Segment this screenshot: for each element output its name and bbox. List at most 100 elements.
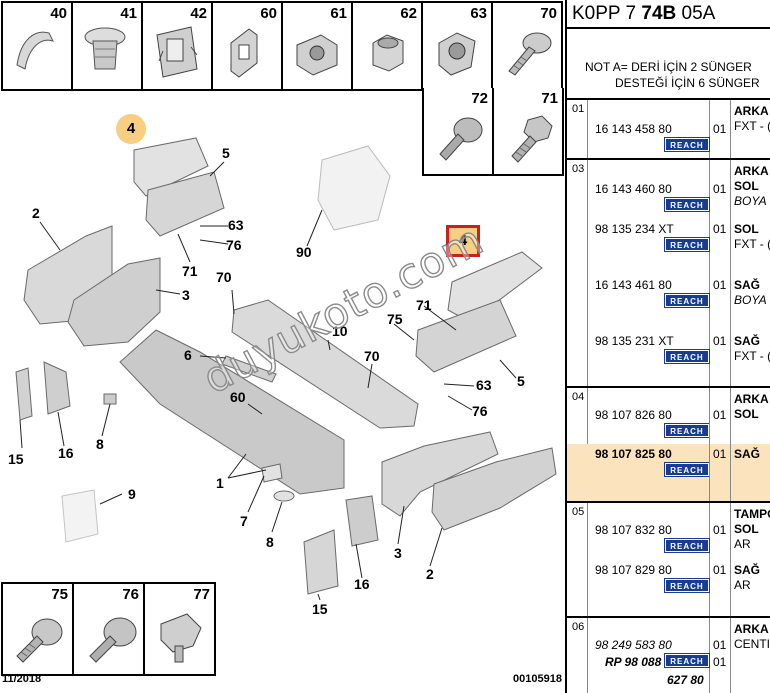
callout-63-upper[interactable]: 63	[228, 217, 244, 233]
callout-7[interactable]: 7	[240, 513, 248, 529]
thumb-clip-77[interactable]: 77	[145, 584, 216, 676]
callout-15-right[interactable]: 15	[312, 601, 328, 617]
callout-5-right[interactable]: 5	[517, 373, 525, 389]
part-row[interactable]: 98 135 231 XT REACH 01 SAĞ FXT - (	[567, 332, 770, 386]
hex-bolt-icon	[511, 115, 553, 163]
thumb-nut-61[interactable]: 61	[283, 3, 353, 91]
desc-line-1: SOL	[734, 222, 759, 236]
part-number[interactable]: 98 107 826 80	[595, 408, 672, 422]
thumb-number: 72	[471, 90, 488, 107]
thumb-clip-42[interactable]: 42	[143, 3, 213, 91]
part-number[interactable]: 16 143 461 80	[595, 278, 672, 292]
callout-76-upper[interactable]: 76	[226, 237, 242, 253]
exploded-parts-diagram: 40 41 42 60 61 62 63 70	[1, 1, 564, 685]
callout-4-left[interactable]: 4	[116, 114, 146, 144]
callout-2-left[interactable]: 2	[32, 205, 40, 221]
part-number[interactable]: 98 107 825 80	[595, 447, 672, 461]
part-group-05: 05 98 107 832 80 REACH 01 TAMPO SOL AR 9…	[567, 503, 770, 618]
callout-76-right[interactable]: 76	[472, 403, 488, 419]
washer-screw-icon	[89, 617, 137, 663]
desc-line-2: SOL	[734, 522, 759, 536]
part-number[interactable]: 16 143 460 80	[595, 182, 672, 196]
part-quantity: 01	[713, 523, 727, 537]
callout-16-right[interactable]: 16	[354, 576, 370, 592]
thumb-nut-63[interactable]: 63	[423, 3, 493, 91]
thumb-number: 71	[541, 90, 558, 107]
thumb-number: 77	[193, 586, 210, 603]
thumb-bolt-70[interactable]: 70	[493, 3, 563, 91]
thumb-screw-75[interactable]: 75	[3, 584, 74, 676]
callout-70-left[interactable]: 70	[216, 269, 232, 285]
callout-90[interactable]: 90	[296, 244, 312, 260]
part-number-continued[interactable]: 627 80	[667, 673, 704, 687]
thumb-clip-60[interactable]: 60	[213, 3, 283, 91]
thumb-bolt-71[interactable]: 71	[494, 88, 564, 176]
part-row[interactable]: 98 107 829 80 REACH 01 SAĞ AR	[567, 561, 770, 615]
callout-15-left[interactable]: 15	[8, 451, 24, 467]
thumb-number: 41	[120, 5, 137, 22]
desc-divider	[730, 160, 731, 386]
callout-75[interactable]: 75	[387, 311, 403, 327]
part-number[interactable]: 98 107 832 80	[595, 523, 672, 537]
part-number[interactable]: 98 135 234 XT	[595, 222, 674, 236]
part-quantity: 01	[713, 408, 727, 422]
footer-diagram-code: 00105918	[513, 673, 562, 685]
callout-9[interactable]: 9	[128, 486, 136, 502]
part-row[interactable]: 98 107 826 80 REACH 01 ARKA SOL	[567, 388, 770, 444]
part-number[interactable]: 16 143 458 80	[595, 122, 672, 136]
group-number: 05	[572, 506, 585, 518]
thumb-number: 61	[330, 5, 347, 22]
callout-8-right[interactable]: 8	[266, 534, 274, 550]
part-row-highlighted[interactable]: 98 107 825 80 REACH 01 SAĞ	[567, 444, 770, 501]
clip-kit-90-part	[317, 145, 391, 231]
desc-line-3: AR	[734, 537, 751, 551]
desc-line-2: FXT - (	[734, 237, 770, 251]
part-row[interactable]: 98 249 583 80 01 ARKA CENTI RP 98 088 RE…	[567, 618, 770, 693]
desc-line-1: SAĞ	[734, 278, 761, 292]
callout-10[interactable]: 10	[332, 323, 348, 339]
callout-8-left[interactable]: 8	[96, 436, 104, 452]
callout-3-right[interactable]: 3	[394, 545, 402, 561]
callout-63-right[interactable]: 63	[476, 377, 492, 393]
part-row[interactable]: 98 135 234 XT REACH 01 SOL FXT - (	[567, 220, 770, 276]
callout-5-upper[interactable]: 5	[222, 145, 230, 161]
part-number[interactable]: 98 135 231 XT	[595, 334, 674, 348]
callout-1[interactable]: 1	[216, 475, 224, 491]
part-number[interactable]: 98 107 829 80	[595, 563, 672, 577]
thumb-clip-40[interactable]: 40	[3, 3, 73, 91]
callout-16-left[interactable]: 16	[58, 445, 74, 461]
part-description: SAĞ	[734, 447, 760, 462]
callout-3-left[interactable]: 3	[182, 287, 190, 303]
group-number: 03	[572, 163, 585, 175]
callout-70-right[interactable]: 70	[364, 348, 380, 364]
part-row[interactable]: 16 143 460 80 REACH 01 ARKA SOL BOYA	[567, 160, 770, 220]
group-column	[567, 100, 588, 158]
bumper-skin-part	[119, 329, 345, 495]
callout-6[interactable]: 6	[184, 347, 192, 363]
callout-2-right[interactable]: 2	[426, 566, 434, 582]
thumb-clip-41[interactable]: 41	[73, 3, 143, 91]
part-row[interactable]: 16 143 461 80 REACH 01 SAĞ BOYA	[567, 276, 770, 332]
thumb-screw-76[interactable]: 76	[74, 584, 145, 676]
part-description: ARKA FXT - (	[734, 104, 770, 134]
mount-bracket-left-part	[145, 171, 225, 237]
callout-4-selected[interactable]: 4	[446, 225, 480, 257]
part-group-04: 04 98 107 826 80 REACH 01 ARKA SOL 98 10…	[567, 388, 770, 503]
callout-71-right[interactable]: 71	[416, 297, 432, 313]
thumb-nut-62[interactable]: 62	[353, 3, 423, 91]
part-description: TAMPO SOL AR	[734, 507, 770, 552]
part-description: SAĞ AR	[734, 563, 760, 593]
thumb-screw-72[interactable]: 72	[424, 88, 494, 176]
part-description: ARKA SOL BOYA	[734, 164, 769, 209]
part-number[interactable]: 98 249 583 80	[595, 638, 672, 652]
callout-71-left[interactable]: 71	[182, 263, 198, 279]
part-row[interactable]: 16 143 458 80 REACH 01 ARKA FXT - (	[567, 100, 770, 158]
callout-60[interactable]: 60	[230, 389, 246, 405]
bracket-upper-right-part	[447, 251, 543, 323]
part-quantity: 01	[713, 638, 727, 652]
part-number[interactable]: RP 98 088	[605, 655, 662, 669]
desc-line-2: FXT - (	[734, 119, 770, 133]
part-row[interactable]: 98 107 832 80 REACH 01 TAMPO SOL AR	[567, 503, 770, 561]
part-quantity: 01	[713, 334, 727, 348]
ref-suffix: 05A	[676, 3, 716, 24]
